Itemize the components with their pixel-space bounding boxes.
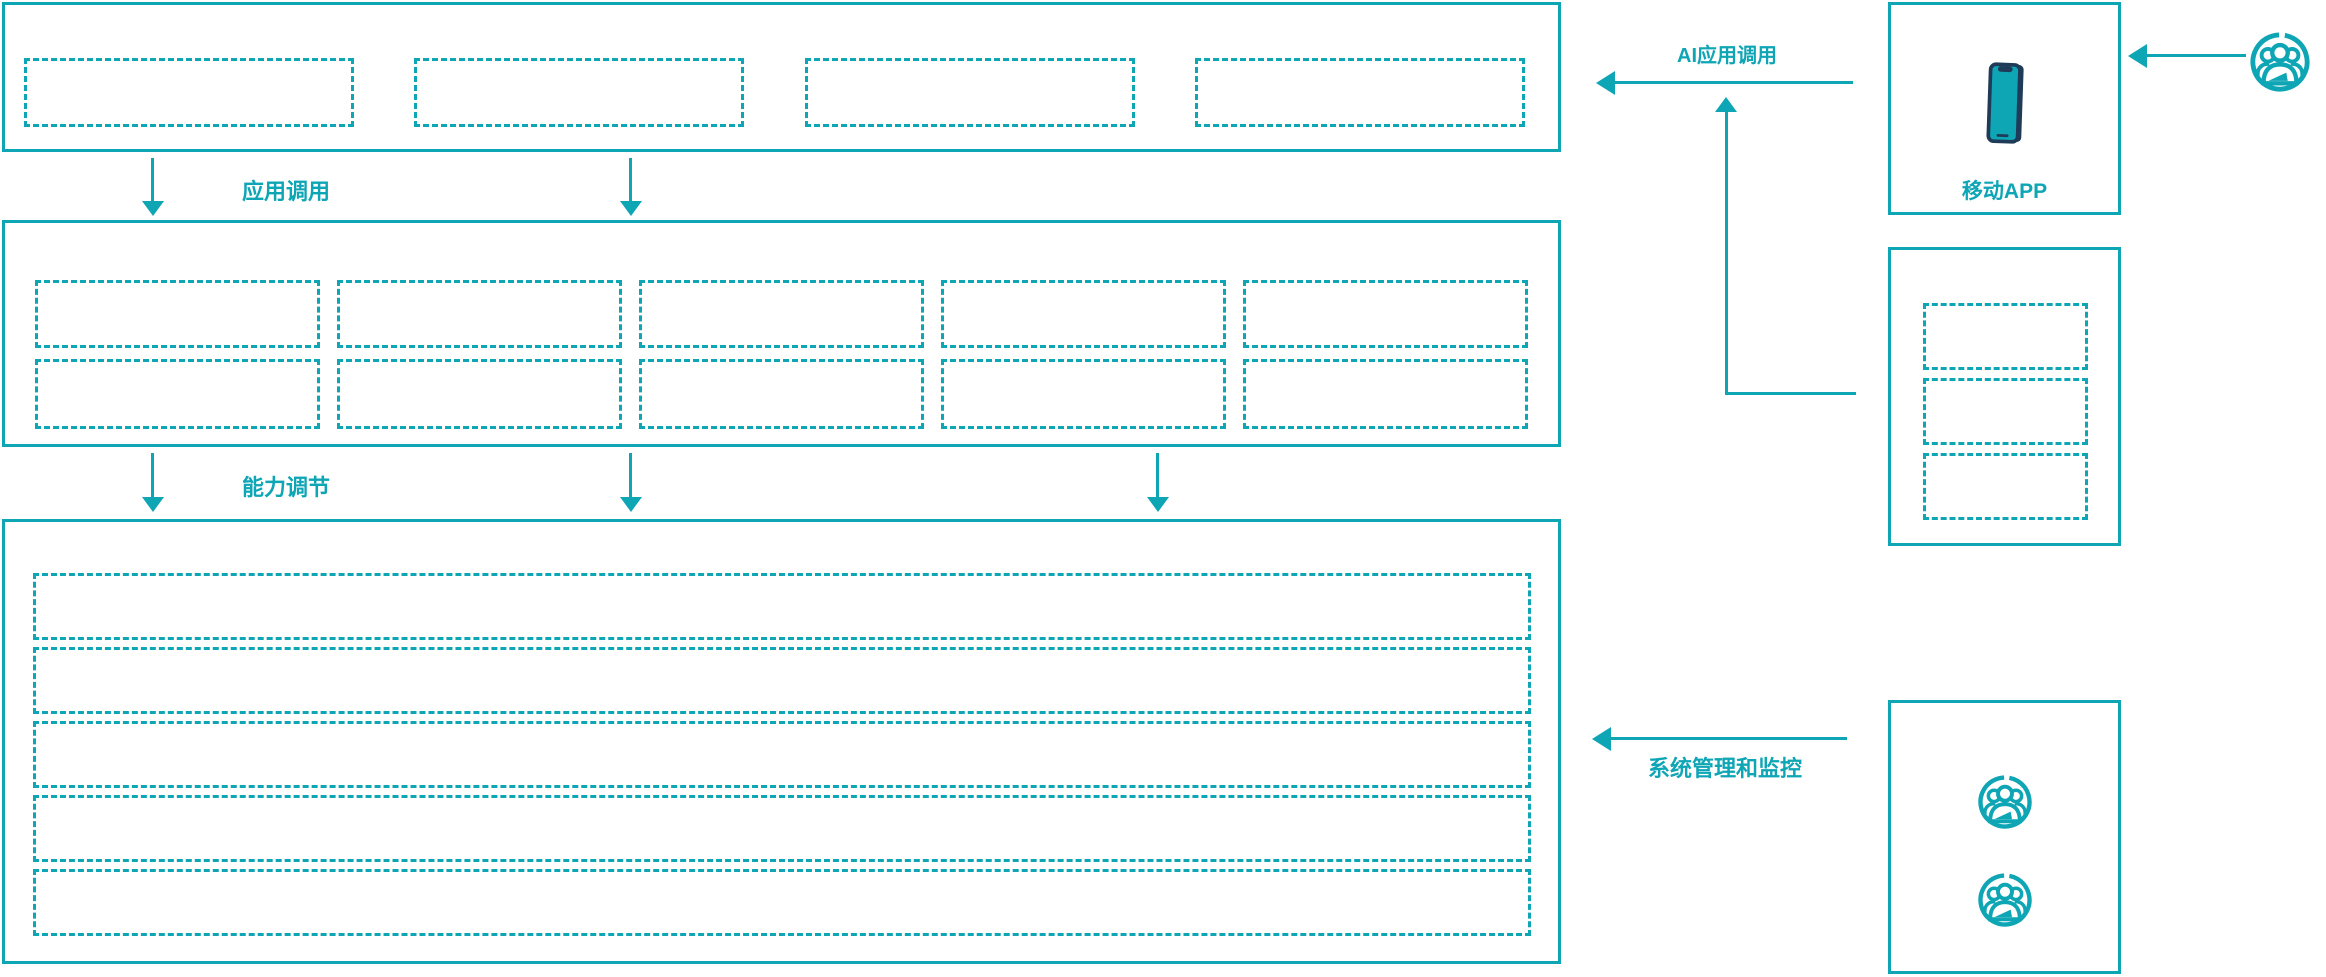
application-slot-row [24, 58, 1525, 127]
placeholder-slot [33, 869, 1531, 936]
placeholder-slot [33, 721, 1531, 788]
capability-arrow-shaft-2 [629, 453, 632, 498]
users-group-icon [2249, 31, 2311, 93]
placeholder-slot [33, 795, 1531, 862]
service-box [1888, 247, 2121, 546]
placeholder-slot [1923, 303, 2088, 370]
ai-app-call-arrowhead [1596, 71, 1615, 95]
users-group-icon [1977, 774, 2033, 830]
users-group-icon [1977, 872, 2033, 928]
system-mgmt-arrow-line [1609, 737, 1847, 740]
service-elbow-line [1725, 392, 1856, 395]
system-mgmt-arrowhead [1592, 727, 1611, 751]
app-call-label: 应用调用 [242, 179, 331, 204]
placeholder-slot [33, 647, 1531, 714]
placeholder-slot [1923, 378, 2088, 445]
placeholder-slot [1243, 359, 1528, 429]
capability-slot-row-1 [35, 280, 1528, 348]
user-to-app-arrow-line [2145, 54, 2246, 57]
mobile-app-box: 移动APP [1888, 2, 2121, 215]
operations-box [1888, 700, 2121, 974]
capability-arrowhead-1 [142, 497, 164, 512]
capability-arrow-shaft-3 [1156, 453, 1159, 498]
placeholder-slot [337, 359, 622, 429]
placeholder-slot [33, 573, 1531, 640]
capability-arrowhead-2 [620, 497, 642, 512]
system-mgmt-label: 系统管理和监控 [1648, 756, 1803, 781]
placeholder-slot [941, 359, 1226, 429]
placeholder-slot [414, 58, 745, 127]
capability-arrow-shaft-1 [151, 453, 154, 498]
placeholder-slot [35, 359, 320, 429]
app-call-arrow-shaft-1 [151, 158, 154, 202]
placeholder-slot [35, 280, 320, 348]
placeholder-slot [639, 359, 924, 429]
placeholder-slot [1923, 453, 2088, 520]
placeholder-slot [941, 280, 1226, 348]
placeholder-slot [804, 58, 1135, 127]
app-call-arrow-shaft-2 [629, 158, 632, 202]
ai-app-call-label: AI应用调用 [1677, 45, 1777, 67]
user-to-app-arrowhead [2128, 44, 2147, 68]
mobile-app-label: 移动APP [1961, 180, 2048, 203]
placeholder-slot [1243, 280, 1528, 348]
platform-layer-box [2, 519, 1561, 964]
service-up-arrowhead [1715, 97, 1737, 112]
capability-slot-row-2 [35, 359, 1528, 429]
service-up-arrow-shaft [1725, 110, 1728, 395]
app-call-arrowhead-1 [142, 201, 164, 216]
ai-app-call-arrow-line [1613, 81, 1853, 84]
placeholder-slot [24, 58, 354, 127]
capability-arrowhead-3 [1147, 497, 1169, 512]
service-slot-rows [1923, 303, 2088, 528]
capability-adjust-label: 能力调节 [242, 475, 331, 500]
platform-slot-rows [33, 573, 1531, 943]
application-layer-box [2, 2, 1561, 152]
placeholder-slot [639, 280, 924, 348]
app-call-arrowhead-2 [620, 201, 642, 216]
placeholder-slot [1194, 58, 1525, 127]
capability-layer-box [2, 220, 1561, 447]
placeholder-slot [337, 280, 622, 348]
smartphone-icon [1983, 60, 2027, 148]
